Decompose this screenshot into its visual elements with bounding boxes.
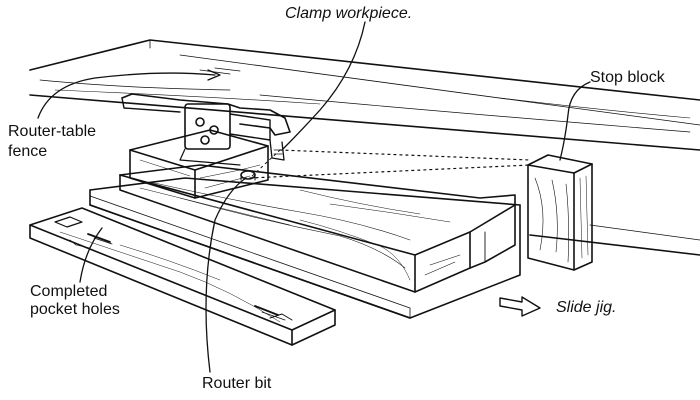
router-path-dotted xyxy=(249,149,531,179)
label-router-table-fence-line1: Router-table xyxy=(8,123,97,140)
leader-completed-pocket-holes xyxy=(79,227,103,283)
label-router-bit: Router bit xyxy=(202,375,272,392)
label-completed-pocket-holes-line2: pocket holes xyxy=(30,301,120,318)
router-table-surface xyxy=(529,224,700,256)
label-clamp-workpiece: Clamp workpiece. xyxy=(285,5,413,22)
leader-stop-block xyxy=(559,81,591,161)
label-router-table-fence-line2: fence xyxy=(8,143,48,160)
slide-arrow-icon xyxy=(499,296,541,317)
router-table-fence xyxy=(29,39,700,151)
toggle-clamp xyxy=(121,93,291,166)
label-completed-pocket-holes-line1: Completed xyxy=(30,283,108,300)
sled-base xyxy=(89,177,521,319)
label-stop-block: Stop block xyxy=(590,69,665,86)
leader-router-bit xyxy=(205,177,247,373)
stop-block xyxy=(527,154,593,271)
leader-clamp-workpiece xyxy=(281,21,366,151)
leader-router-table-fence xyxy=(37,72,216,119)
workpiece-block xyxy=(119,164,516,293)
router-bit xyxy=(240,170,256,181)
pocket-hole-board xyxy=(29,207,336,346)
clamp-block xyxy=(129,129,269,199)
label-slide-jig: Slide jig. xyxy=(556,299,617,316)
